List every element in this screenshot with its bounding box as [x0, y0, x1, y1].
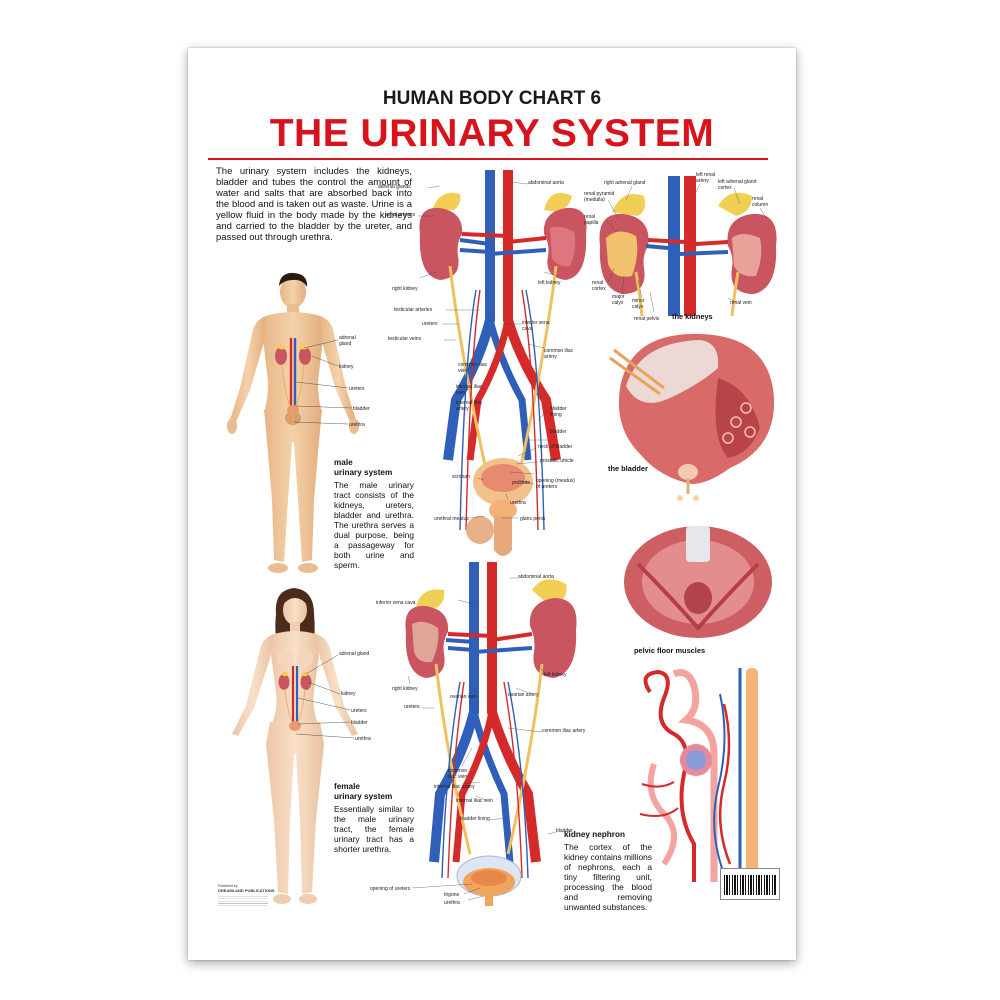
- female-diagram-leaders: [407, 577, 557, 901]
- label-bladder-lining: bladder lining: [550, 406, 567, 418]
- nephron-caption: kidney nephron: [564, 830, 625, 839]
- female-caption: female urinary system: [334, 782, 393, 801]
- female-label-kidney: kidney: [341, 691, 356, 697]
- label-common-iliac-vein: common iliac vein: [458, 362, 488, 374]
- female-urinary-organs: [278, 666, 312, 731]
- pelvic-floor-illustration: [624, 526, 772, 638]
- female-label-right-kidney: right kidney: [392, 686, 418, 692]
- label-urethral-meatus: urethral meatus: [434, 516, 469, 522]
- male-label-adrenal-gland: adrenal gland: [339, 335, 356, 347]
- female-label-adrenal-gland: adrenal gland: [339, 651, 370, 657]
- kidney-label-renal-pyramid: renal pyramid (medulla): [584, 191, 615, 203]
- label-renal-arteries: renal arteries: [386, 212, 416, 218]
- male-label-ureters: ureters: [349, 386, 365, 392]
- female-urinary-diagram: [405, 562, 577, 906]
- female-label-ureters: ureters: [351, 708, 367, 714]
- kidney-detail-caption: the kidneys: [672, 312, 713, 321]
- label-testicular-arteries: testicular arteries: [394, 307, 433, 313]
- male-urinary-organs: [275, 338, 311, 426]
- bladder-detail-illustration: [609, 333, 775, 501]
- label-prostatic-utricle: prostatic utricle: [540, 458, 574, 464]
- publisher-name: DREAMLAND PUBLICATIONS: [218, 888, 275, 893]
- title-rule: [208, 158, 768, 160]
- label-urethra: urethra: [510, 500, 526, 506]
- label-scrotum: scrotum: [452, 474, 470, 480]
- female-label-bladder-lining: bladder lining: [460, 816, 490, 822]
- bladder-detail-caption: the bladder: [608, 464, 648, 473]
- label-bladder: bladder: [550, 429, 567, 435]
- female-label-ovarian-artery: ovarian artery: [508, 692, 539, 698]
- kidney-label-renal-vein: renal vein: [730, 300, 752, 306]
- female-label-ovarian-vein: ovarian vein: [450, 694, 477, 700]
- male-label-urethra: urethra: [349, 422, 365, 428]
- label-ureters: ureters: [422, 321, 438, 327]
- kidney-label-left-renal-artery: left renal artery: [696, 172, 716, 184]
- label-internal-iliac-artery: internal iliac artery: [456, 400, 483, 412]
- kidney-detail-leaders: [605, 183, 767, 313]
- label-prostate: prostate: [512, 480, 531, 486]
- adrenal-gland-left: [544, 193, 572, 212]
- male-label-leaders: [293, 339, 353, 425]
- kidney-label-renal-cortex: renal cortex: [592, 280, 606, 292]
- male-label-bladder: bladder: [353, 406, 370, 412]
- label-left-kidney: left kidney: [538, 280, 561, 286]
- chart-poster: HUMAN BODY CHART 6 THE URINARY SYSTEM Th…: [188, 48, 796, 960]
- female-label-urethra: urethra: [355, 736, 371, 742]
- female-label-opening-of-ureters: opening of ureters: [370, 886, 411, 892]
- female-label-internal-iliac-vein: internal iliac vein: [456, 798, 493, 804]
- publisher-fineprint: [218, 896, 268, 906]
- male-urinary-diagram: [419, 170, 587, 556]
- kidney-detail-illustration: [599, 176, 777, 317]
- label-neck-of-bladder: neck of bladder: [538, 444, 573, 450]
- label-internal-iliac-vein: internal iliac vein: [456, 384, 483, 396]
- kidney-label-renal-papilla: renal papilla: [584, 214, 599, 226]
- label-right-kidney: right kidney: [392, 286, 418, 292]
- label-opening-of-ureters: opening (meatus) of ureters: [536, 478, 575, 490]
- nephron-illustration: [639, 668, 758, 882]
- male-paragraph: The male urinary tract consists of the k…: [334, 480, 414, 570]
- female-label-trigone: trigone: [444, 892, 460, 898]
- kidney-label-left-adrenal-gland-cortex: left adrenal gland cortex: [718, 179, 757, 191]
- female-label-common-iliac-artery: common iliac artery: [542, 728, 586, 734]
- label-inferior-vena-cava: inferior vena cava: [522, 320, 550, 332]
- female-label-leaders: [295, 654, 355, 739]
- female-label-left-kidney: left kidney: [544, 672, 567, 678]
- kidney-label-renal-column: renal column: [752, 196, 769, 208]
- female-paragraph: Essentially similar to the male urinary …: [334, 804, 414, 854]
- right-kidney-shape: [419, 207, 463, 280]
- female-label-ureters: ureters: [404, 704, 420, 710]
- kidney-label-major-calyx: major calyx: [612, 294, 625, 306]
- adrenal-gland-right: [432, 192, 461, 210]
- intro-paragraph: The urinary system includes the kidneys,…: [216, 166, 412, 243]
- publisher-line1: Published by: [218, 884, 238, 888]
- kidney-label-renal-pelvis: renal pelvis: [634, 316, 660, 322]
- female-label-common-iliac-vein: common iliac vein: [448, 768, 468, 780]
- kidney-label-minor-calyx: minor calyx: [632, 298, 645, 310]
- female-label-bladder: bladder: [556, 828, 573, 834]
- female-label-abdominal-aorta: abdominal aorta: [518, 574, 554, 580]
- female-label-inferior-vena-cava: inferior vena cava: [376, 600, 416, 606]
- label-common-iliac-artery: common iliac artery: [544, 348, 574, 360]
- male-diagram-leaders: [418, 181, 559, 519]
- nephron-paragraph: The cortex of the kidney contains millio…: [564, 842, 652, 912]
- label-testicular-veins: testicular veins: [388, 336, 422, 342]
- male-label-kidney: kidney: [339, 364, 354, 370]
- label-glans-penis: glans penis: [520, 516, 546, 522]
- barcode: [720, 868, 780, 900]
- chart-supertitle: HUMAN BODY CHART 6: [382, 88, 602, 109]
- female-label-internal-iliac-artery: internal iliac artery: [434, 784, 475, 790]
- female-label-urethra: urethra: [444, 900, 460, 906]
- label-adrenal-glands: adrenal glands: [378, 184, 411, 190]
- female-figure-illustration: [232, 588, 358, 904]
- label-abdominal-aorta: abdominal aorta: [528, 180, 564, 186]
- kidney-label-right-adrenal-gland: right adrenal gland: [604, 180, 646, 186]
- chart-title: THE URINARY SYSTEM: [269, 112, 715, 155]
- male-caption: male urinary system: [334, 458, 393, 477]
- female-label-bladder: bladder: [351, 720, 368, 726]
- pelvic-floor-caption: pelvic floor muscles: [634, 646, 706, 655]
- male-figure-illustration: [227, 272, 359, 573]
